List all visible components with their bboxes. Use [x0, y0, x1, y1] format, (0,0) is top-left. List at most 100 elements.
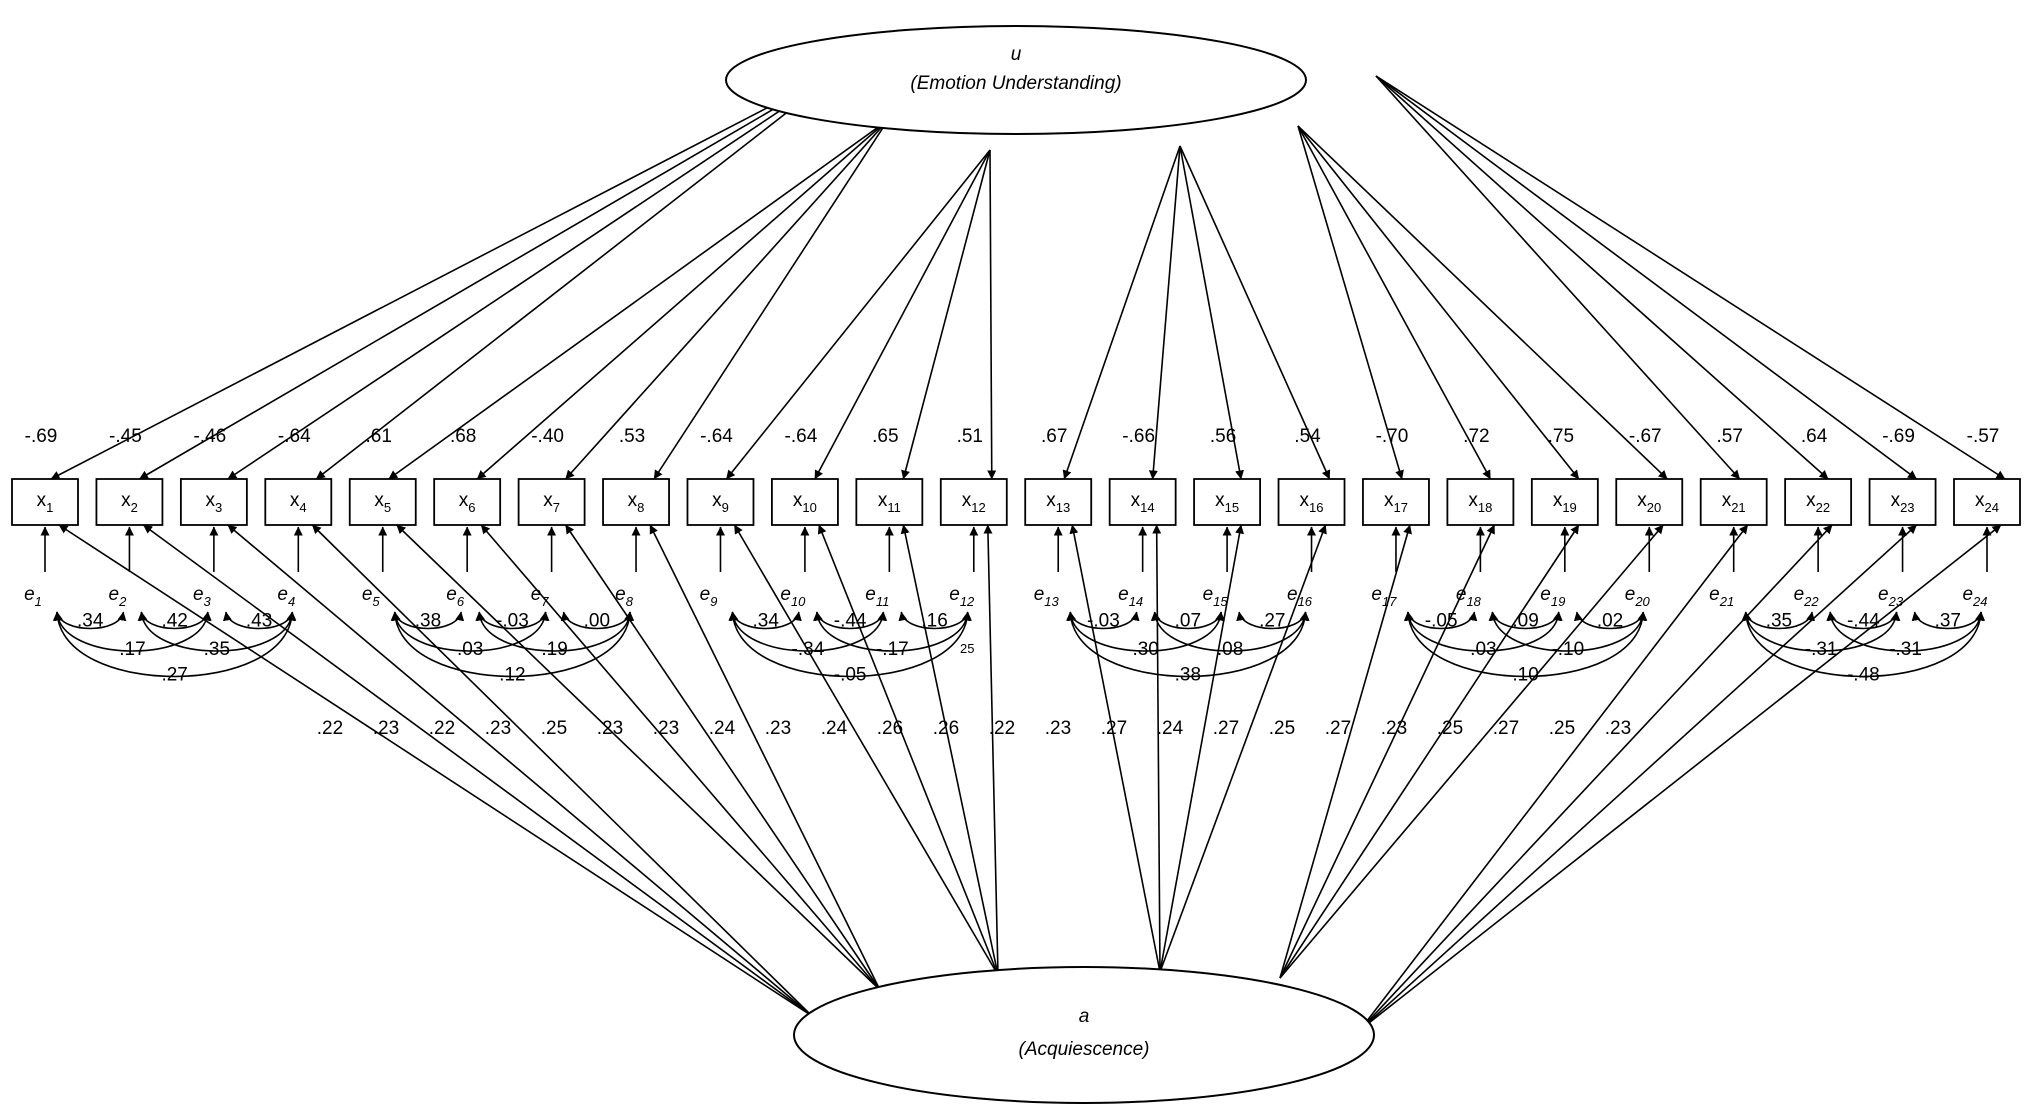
cov-label-e9-e10: .34 — [752, 611, 779, 632]
a-loading-x22: .27 — [1493, 718, 1519, 739]
latent-u: u (Emotion Understanding) — [725, 25, 1307, 135]
observed-x7-label: x7 — [543, 490, 560, 515]
u-path-x5 — [388, 119, 889, 480]
u-path-x9 — [725, 149, 991, 480]
cov-label-e13-e14: -.03 — [1087, 611, 1120, 632]
observed-x6-label: x6 — [459, 490, 476, 515]
observed-x24: x24 — [1953, 478, 2021, 526]
a-loading-x7: .23 — [653, 718, 679, 739]
u-path-x14 — [1148, 145, 1181, 480]
u-loading-x20: -.67 — [1629, 426, 1662, 447]
u-loading-x15: .56 — [1210, 426, 1236, 447]
a-path-x18 — [1279, 524, 1496, 979]
observed-x22: x22 — [1784, 478, 1853, 526]
u-loading-x11: .65 — [872, 426, 898, 447]
u-path-x11 — [901, 149, 991, 480]
u-path-x10 — [814, 149, 991, 480]
cov-e5-e7 — [390, 611, 550, 652]
error-label-e24: e24 — [1962, 584, 1987, 609]
error-label-e6: e6 — [446, 584, 465, 609]
a-loading-x3: .22 — [429, 718, 455, 739]
u-path-x12 — [987, 149, 997, 480]
u-loading-x19: .75 — [1548, 426, 1574, 447]
observed-x10: x10 — [771, 478, 839, 526]
error-label-e20: e20 — [1625, 584, 1651, 609]
cov-e1-e4 — [52, 611, 297, 678]
error-label-e12: e12 — [949, 584, 975, 609]
observed-x1: x1 — [11, 478, 79, 526]
cov-e17-e20 — [1403, 611, 1648, 678]
a-path-x10 — [817, 524, 999, 976]
error-label-e17: e17 — [1371, 584, 1397, 609]
cov-e21-e24 — [1741, 611, 1986, 678]
a-loading-x2: .23 — [373, 718, 399, 739]
cov-label-e10-e12: -.17 — [876, 639, 909, 660]
u-loading-x17: -.70 — [1376, 426, 1409, 447]
cov-e18-e20 — [1488, 611, 1648, 652]
observed-x23: x23 — [1868, 478, 1937, 526]
cov-label-e19-e20: .02 — [1597, 611, 1623, 632]
u-path-x21 — [1375, 75, 1741, 480]
latent-a-name: (Acquiescence) — [1019, 1039, 1150, 1060]
u-loading-x22: .64 — [1801, 426, 1828, 447]
cov-label-e22-e24: -.31 — [1889, 639, 1922, 660]
u-path-x1 — [50, 67, 845, 480]
u-loading-x14: -.66 — [1122, 426, 1155, 447]
a-path-x6 — [480, 524, 881, 991]
a-path-x17 — [1279, 524, 1412, 979]
latent-a: a (Acquiescence) — [793, 966, 1375, 1104]
latent-u-symbol: u — [1011, 44, 1022, 65]
a-path-x2 — [142, 524, 813, 1017]
observed-x19-label: x19 — [1553, 490, 1577, 515]
a-loading-x1: .22 — [317, 718, 343, 739]
latent-a-symbol: a — [1079, 1006, 1090, 1027]
a-loading-paths — [58, 524, 2002, 1031]
u-loading-x10: -.64 — [785, 426, 818, 447]
a-path-x7 — [564, 524, 881, 991]
a-loading-x5: .25 — [541, 718, 567, 739]
a-path-x14 — [1152, 524, 1162, 973]
error-label-e4: e4 — [277, 584, 295, 609]
observed-x19: x19 — [1530, 478, 1599, 526]
u-loading-x8: .53 — [619, 426, 645, 447]
cov-e6-e8 — [475, 611, 634, 652]
a-loading-x23: .25 — [1549, 718, 1575, 739]
observed-x2-label: x2 — [121, 490, 138, 515]
a-loading-x12: .26 — [933, 718, 959, 739]
u-path-x22 — [1375, 75, 1829, 480]
u-path-x7 — [565, 119, 889, 480]
a-loading-x18: .25 — [1269, 718, 1295, 739]
observed-x18-label: x18 — [1468, 490, 1492, 515]
error-label-e3: e3 — [193, 584, 212, 609]
cov-label-e2-e4: .35 — [204, 639, 230, 660]
observed-x12-label: x12 — [962, 490, 986, 515]
observed-x12: x12 — [939, 478, 1008, 526]
cov-e9-e11 — [728, 611, 888, 652]
error-label-e9: e9 — [700, 584, 718, 609]
u-path-x8 — [653, 119, 889, 480]
cov-label-e3-e4: .43 — [246, 611, 272, 632]
observed-x9: x9 — [686, 478, 755, 526]
u-loading-x3: -.46 — [193, 426, 226, 447]
observed-x21-label: x21 — [1722, 490, 1746, 515]
coefficient-labels: -.69.22-.45.23-.46.22-.64.23.61.25.68.23… — [25, 426, 2000, 739]
a-path-x19 — [1279, 524, 1580, 979]
a-path-x1 — [58, 524, 813, 1017]
cov-label-e14-e15: .07 — [1175, 611, 1201, 632]
observed-x23-label: x23 — [1891, 490, 1915, 515]
observed-x16: x16 — [1277, 478, 1346, 526]
cov-label-e6-e8: .19 — [541, 639, 567, 660]
cov-label-e1-e2: .34 — [77, 611, 104, 632]
u-path-x4 — [315, 67, 845, 480]
cov-e14-e16 — [1150, 611, 1310, 652]
a-path-x3 — [227, 524, 813, 1017]
a-path-x23 — [1359, 524, 1918, 1031]
error-label-e13: e13 — [1034, 584, 1060, 609]
observed-x13: x13 — [1024, 478, 1093, 526]
latent-u-name: (Emotion Understanding) — [910, 73, 1121, 94]
cov-e13-e16 — [1066, 611, 1310, 678]
u-loading-x24: -.57 — [1967, 426, 2000, 447]
a-loading-x14: .23 — [1045, 718, 1071, 739]
